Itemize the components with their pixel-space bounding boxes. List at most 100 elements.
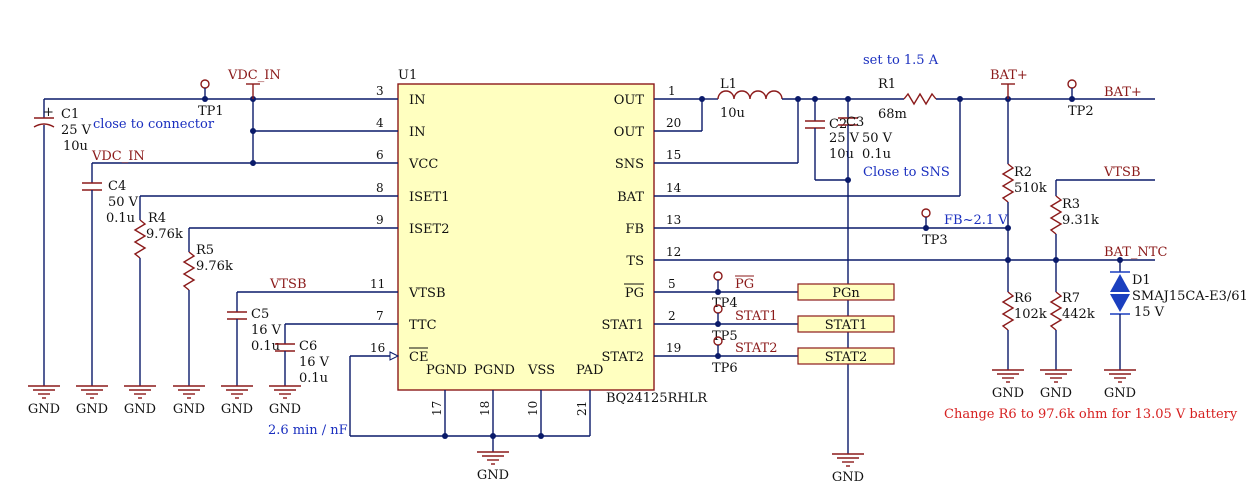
net-vtsb-right: VTSB <box>1103 165 1141 180</box>
port-stat1-label: STAT1 <box>825 318 868 333</box>
pin-name-out-2: OUT <box>614 125 645 140</box>
pin-num-16: 16 <box>370 341 385 355</box>
c3-ref: C3 <box>846 115 864 130</box>
pin-name-pgnd-1: PGND <box>426 363 467 378</box>
r1-ref: R1 <box>878 77 896 92</box>
ic-ref: U1 <box>398 68 417 83</box>
pin-name-iset1: ISET1 <box>409 190 449 205</box>
gnd-label-f: GND <box>269 402 301 417</box>
port-pgn-label: PGn <box>832 286 860 301</box>
pin-num-12: 12 <box>666 245 681 259</box>
pin-num-20: 20 <box>666 116 681 130</box>
c4-value: 0.1u <box>106 211 135 226</box>
ic-part: BQ24125RHLR <box>606 391 708 406</box>
port-stat1 <box>797 315 895 333</box>
tp3-label: TP3 <box>922 233 948 248</box>
r6-ref: R6 <box>1014 291 1032 306</box>
gnd-k: GND <box>1104 369 1136 401</box>
pin-name-pgnd-2: PGND <box>474 363 515 378</box>
l1-value: 10u <box>720 106 745 121</box>
c6-voltage: 16 V <box>299 355 330 370</box>
gnd-label-h: GND <box>832 470 864 485</box>
pin-name-sns: SNS <box>615 157 644 172</box>
c5-voltage: 16 V <box>251 323 282 338</box>
port-stat2-label: STAT2 <box>825 350 868 365</box>
d1-part: SMAJ15CA-E3/61 <box>1132 289 1248 304</box>
d1-value: 15 V <box>1134 305 1165 320</box>
pin-name-ts: TS <box>626 254 644 269</box>
net-bat-plus-label: BAT+ <box>1104 85 1142 100</box>
pin-name-stat1: STAT1 <box>602 318 645 333</box>
gnd-h: GND <box>832 453 864 485</box>
pin-num-15: 15 <box>666 148 681 162</box>
tp2-label: TP2 <box>1068 104 1094 119</box>
gnd-label-i: GND <box>992 386 1024 401</box>
tp5-label: TP5 <box>712 329 738 344</box>
gnd-label-e: GND <box>221 402 253 417</box>
pin-num-3: 3 <box>376 84 384 98</box>
pin-num-18: 18 <box>478 401 492 416</box>
d1-ref: D1 <box>1132 273 1151 288</box>
pin-num-5: 5 <box>668 277 676 291</box>
c1-voltage: 25 V <box>61 123 92 138</box>
port-pgn <box>797 283 895 301</box>
gnd-e: GND <box>221 385 253 417</box>
r4-value: 9.76k <box>146 227 183 242</box>
c3-voltage: 50 V <box>862 131 893 146</box>
gnd-g: GND <box>477 451 509 483</box>
r5-icon <box>182 251 196 291</box>
gnd-i: GND <box>992 369 1024 401</box>
pin-num-6: 6 <box>376 148 384 162</box>
c6-ref: C6 <box>299 339 317 354</box>
c2-voltage: 25 V <box>829 131 860 146</box>
r3-ref: R3 <box>1062 197 1080 212</box>
pin-name-ttc: TTC <box>409 318 437 333</box>
r3-icon <box>1049 195 1063 235</box>
r4-ref: R4 <box>148 211 166 226</box>
gnd-a: GND <box>28 385 60 417</box>
c1-value: 10u <box>63 139 88 154</box>
note-ttc: 2.6 min / nF <box>268 423 348 438</box>
r4-icon <box>133 219 147 259</box>
c6-value: 0.1u <box>299 371 328 386</box>
pin-num-21: 21 <box>575 401 589 416</box>
net-stat1: STAT1 <box>735 309 778 324</box>
r1-value: 68m <box>878 107 907 122</box>
pin-name-iset2: ISET2 <box>409 222 449 237</box>
l1-icon <box>717 90 783 100</box>
net-vtsb-left: VTSB <box>269 277 307 292</box>
note-r6-change: Change R6 to 97.6k ohm for 13.05 V batte… <box>944 407 1238 422</box>
c5-ref: C5 <box>251 307 269 322</box>
pin-num-14: 14 <box>666 181 682 195</box>
gnd-label-k: GND <box>1104 386 1136 401</box>
net-fb-voltage: FB~2.1 V <box>944 213 1008 228</box>
pin-name-ce: CE <box>409 350 428 365</box>
net-stat2: STAT2 <box>735 341 778 356</box>
note-current: set to 1.5 A <box>863 53 939 68</box>
pin-name-out-1: OUT <box>614 93 645 108</box>
r5-value: 9.76k <box>196 259 233 274</box>
c5-value: 0.1u <box>251 339 280 354</box>
gnd-label-a: GND <box>28 402 60 417</box>
r6-value: 102k <box>1014 307 1047 322</box>
r5-ref: R5 <box>196 243 214 258</box>
net-bat-plus-port: BAT+ <box>990 68 1028 83</box>
c4-voltage: 50 V <box>108 195 139 210</box>
gnd-label-j: GND <box>1040 386 1072 401</box>
net-vdc-in-top: VDC_IN <box>227 68 281 83</box>
pin-num-13: 13 <box>666 213 681 227</box>
l1-ref: L1 <box>720 77 737 92</box>
r3-value: 9.31k <box>1062 213 1099 228</box>
pin-name-stat2: STAT2 <box>602 350 645 365</box>
pin-num-1: 1 <box>668 84 676 98</box>
port-stat2 <box>797 347 895 365</box>
r7-icon <box>1049 291 1063 331</box>
r6-icon <box>1001 291 1015 331</box>
tp3-icon <box>921 208 931 218</box>
note-sns: Close to SNS <box>863 165 950 180</box>
pin-name-vtsb: VTSB <box>408 286 446 301</box>
pin-num-17: 17 <box>430 401 444 416</box>
net-vdc-in-left: VDC_IN <box>91 149 145 164</box>
gnd-f: GND <box>269 385 301 417</box>
